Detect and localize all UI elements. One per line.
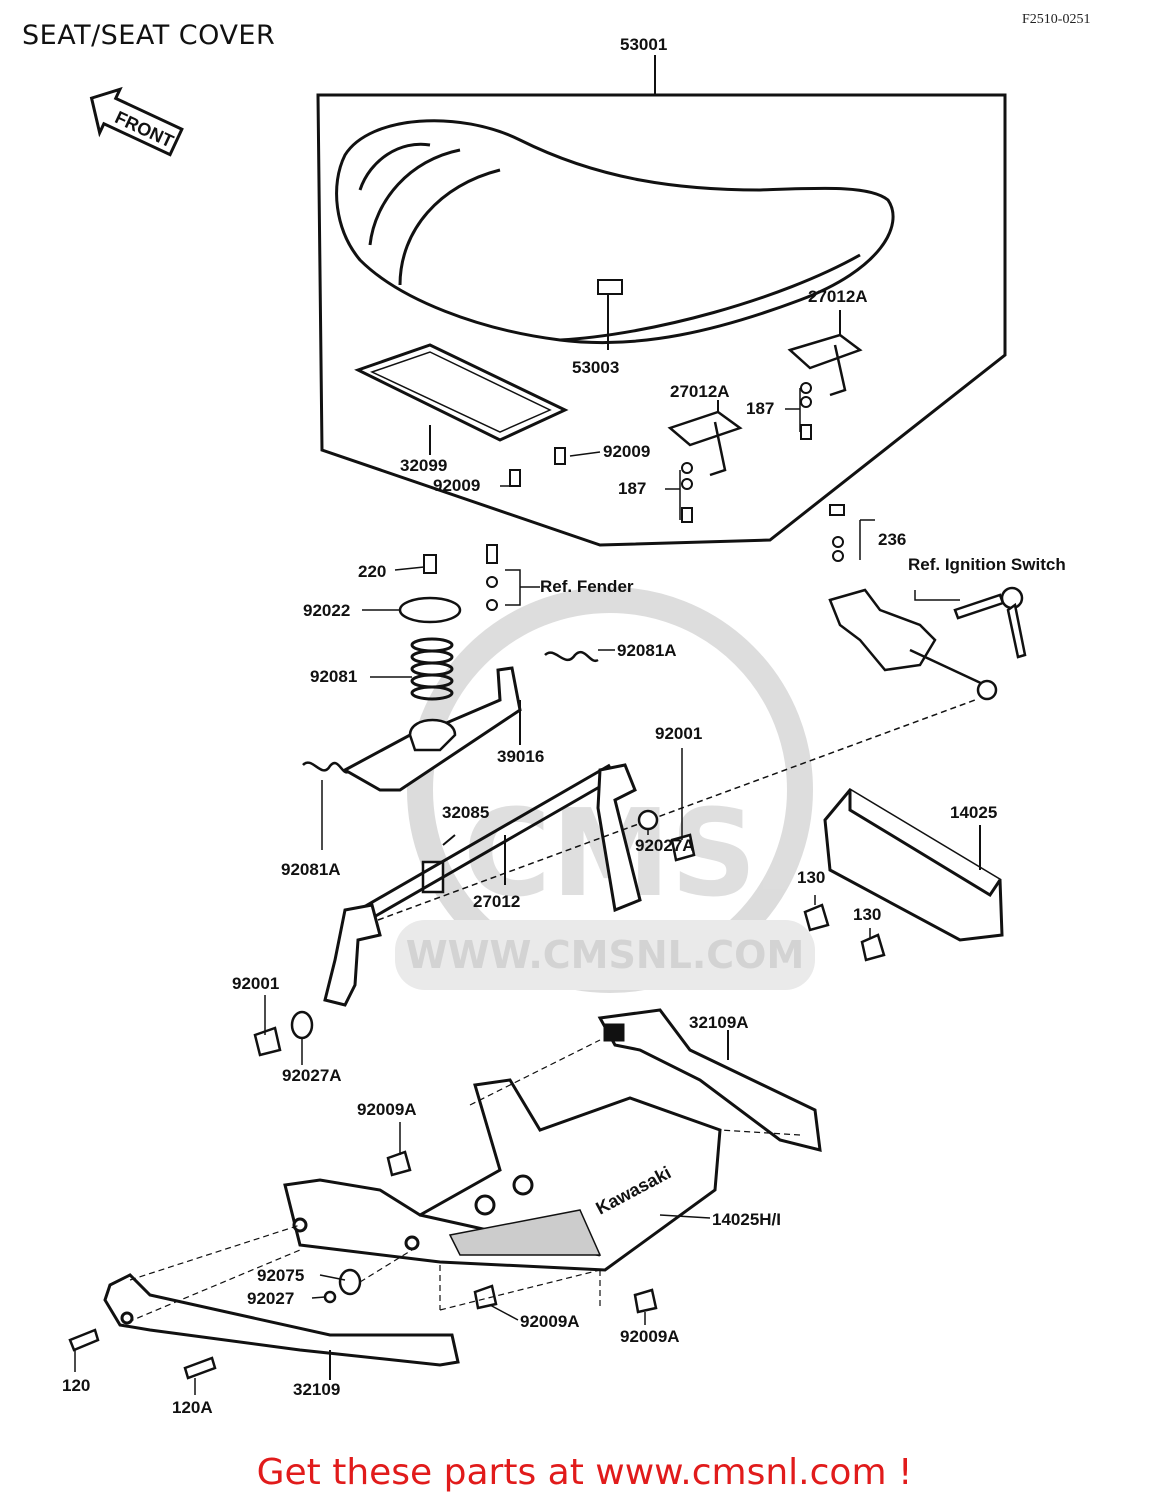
label-92027a: 92027A [282, 1066, 342, 1085]
washer-icon [323, 1290, 337, 1304]
label-187: 187 [746, 399, 774, 418]
bolt-icon [860, 933, 886, 962]
label-92009: 92009 [603, 442, 650, 461]
bolt-icon [183, 1356, 217, 1380]
bolt-icon [423, 554, 437, 574]
diagram-code: F2510-0251 [1022, 12, 1091, 27]
label-92009: 92009 [433, 476, 480, 495]
label-27012: 27012 [473, 892, 520, 911]
spring-icon [410, 637, 454, 701]
label-92009a: 92009A [520, 1312, 580, 1331]
label-92075: 92075 [257, 1266, 304, 1285]
label-32085: 32085 [442, 803, 489, 822]
nut-icon [486, 599, 498, 611]
label-53001: 53001 [620, 35, 667, 54]
front-grip-32109-icon [103, 1273, 460, 1367]
collar-icon [637, 809, 659, 831]
washer-icon [681, 462, 693, 474]
label-92001: 92001 [655, 724, 702, 743]
label-187: 187 [618, 479, 646, 498]
bolt-icon [253, 1026, 282, 1057]
spring-icon [302, 761, 349, 774]
label-27012a: 27012A [808, 287, 868, 306]
label-220: 220 [358, 562, 386, 581]
page-title: SEAT/SEAT COVER [22, 20, 276, 51]
bolt-icon [670, 833, 696, 862]
cover-14025hi-icon [283, 1078, 722, 1272]
tray-icon [354, 343, 569, 442]
screw-icon [554, 447, 566, 465]
label-32109a: 32109A [689, 1013, 749, 1032]
label-14025hi: 14025H/I [712, 1210, 781, 1229]
watermark: CMS WWW.CMSNL.COM [395, 587, 815, 993]
label-120: 120 [62, 1376, 90, 1395]
bracket-icon [787, 333, 863, 370]
label-92081a: 92081A [281, 860, 341, 879]
bolt-icon [803, 903, 830, 932]
collar-icon [290, 1010, 314, 1040]
label-92027: 92027 [247, 1289, 294, 1308]
label-92009a: 92009A [620, 1327, 680, 1346]
collar-icon [338, 1268, 362, 1296]
key-icon [953, 586, 1027, 659]
parts-diagram: CMS WWW.CMSNL.COM FRONT [62, 35, 1066, 1417]
bolt-icon [68, 1328, 100, 1352]
nut-icon [832, 550, 844, 562]
label-92001: 92001 [232, 974, 279, 993]
label-39016: 39016 [497, 747, 544, 766]
seat-tag-icon [597, 279, 623, 295]
label-92081a: 92081A [617, 641, 677, 660]
label-236: 236 [878, 530, 906, 549]
washer-icon [800, 382, 812, 394]
label-ref-fender: Ref. Fender [540, 577, 634, 596]
label-14025: 14025 [950, 803, 997, 822]
front-arrow-icon: FRONT [89, 86, 184, 157]
bracket-icon [667, 410, 743, 447]
seat-icon [335, 119, 895, 345]
bolt-icon [633, 1288, 658, 1314]
bolt-icon [486, 544, 498, 564]
cap-icon [398, 596, 462, 624]
watermark-url: WWW.CMSNL.COM [406, 933, 805, 977]
cover-14025-icon [823, 788, 1004, 942]
label-92009a: 92009A [357, 1100, 417, 1119]
label-32109: 32109 [293, 1380, 340, 1399]
seat-assembly-outline [316, 93, 1007, 547]
bolt-icon [829, 504, 845, 516]
label-92022: 92022 [303, 601, 350, 620]
spring-icon [544, 651, 599, 663]
bolt-icon [681, 507, 693, 523]
label-32099: 32099 [400, 456, 447, 475]
nut-icon [800, 396, 812, 408]
bolt-icon [800, 424, 812, 440]
label-92081: 92081 [310, 667, 357, 686]
ignition-switch-icon [828, 588, 998, 701]
label-ref-ignition-switch: Ref. Ignition Switch [908, 555, 1066, 574]
label-53003: 53003 [572, 358, 619, 377]
label-130: 130 [853, 905, 881, 924]
washer-icon [832, 536, 844, 548]
bolt-icon [386, 1150, 412, 1177]
nut-icon [681, 478, 693, 490]
label-120a: 120A [172, 1398, 213, 1417]
bolt-icon [473, 1284, 498, 1310]
rear-grip-32109a-icon [597, 1008, 822, 1152]
footer-link[interactable]: Get these parts at www.cmsnl.com ! [256, 1452, 913, 1493]
label-27012a: 27012A [670, 382, 730, 401]
screw-icon [509, 469, 521, 487]
label-92027a: 92027A [635, 836, 695, 855]
label-130: 130 [797, 868, 825, 887]
latch-rod-icon [323, 763, 642, 1007]
washer-icon [486, 576, 498, 588]
